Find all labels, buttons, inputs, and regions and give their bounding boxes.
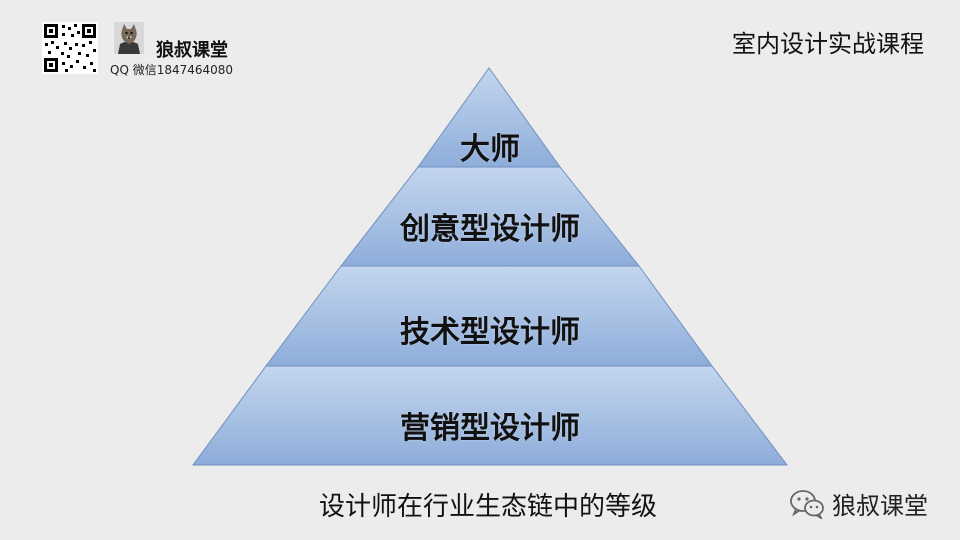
- watermark-text: 狼叔课堂: [832, 492, 928, 520]
- brand-name: 狼叔课堂: [156, 40, 228, 61]
- wechat-icon: [790, 489, 824, 519]
- pyramid-level-3-label: 技术型设计师: [400, 315, 580, 350]
- wolf-avatar-icon: [114, 22, 144, 54]
- contact-info: QQ 微信1847464080: [110, 63, 234, 77]
- diagram-caption: 设计师在行业生态链中的等级: [318, 492, 658, 522]
- watermark: 狼叔课堂: [790, 486, 928, 521]
- pyramid-level-1-label: 大师: [460, 132, 520, 167]
- pyramid-level-2-label: 创意型设计师: [400, 212, 580, 247]
- course-title: 室内设计实战课程: [732, 30, 924, 58]
- pyramid-level-4-label: 营销型设计师: [400, 411, 580, 446]
- qr-code-icon: [42, 22, 98, 74]
- pyramid-tier-4: [192, 365, 789, 466]
